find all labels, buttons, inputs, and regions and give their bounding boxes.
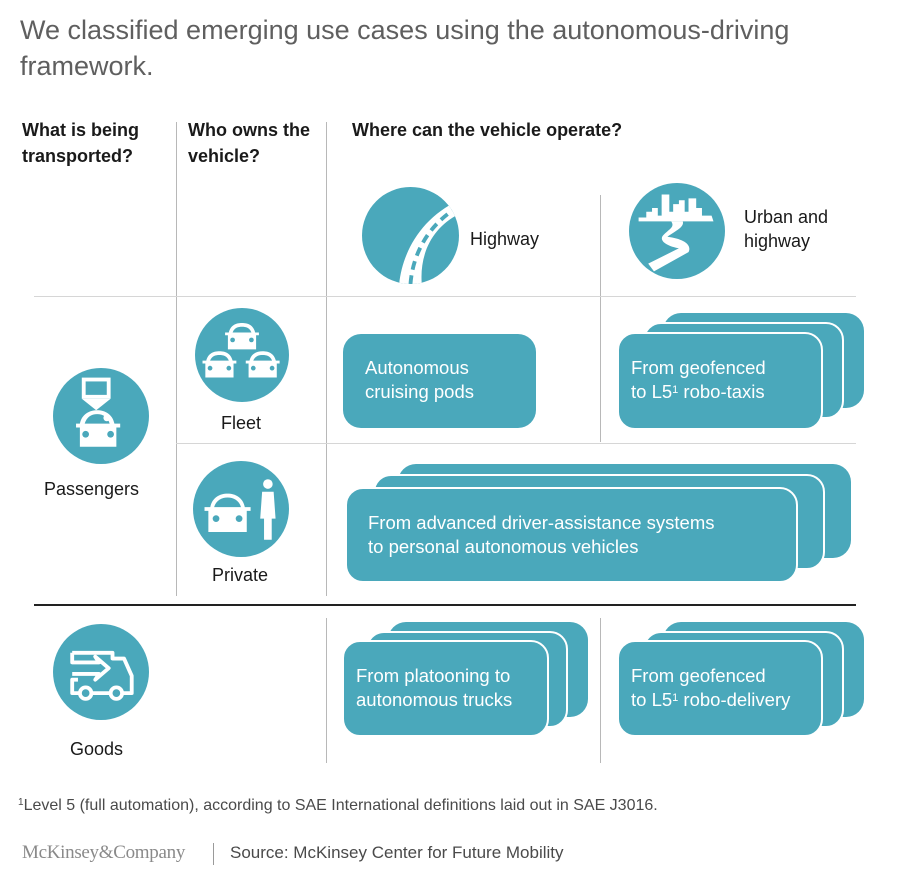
city-road-icon — [629, 183, 725, 279]
cargo-passengers: Passengers — [44, 479, 140, 499]
car-owner-icon — [193, 461, 289, 557]
brand-logo: McKinsey&Company — [22, 842, 186, 863]
use-case-line: Autonomous — [365, 357, 469, 378]
section-divider — [34, 604, 856, 606]
brand-separator — [213, 843, 214, 865]
use-case-line: From advanced driver-assistance systems — [368, 512, 715, 533]
grid-divider-vertical-1 — [176, 122, 177, 596]
footnote-marker: 1 — [672, 384, 679, 396]
use-case-text: to L5 — [631, 689, 673, 710]
use-case-card-trucks: From platooning to autonomous trucks — [342, 640, 549, 737]
grid-divider-vertical-4 — [326, 618, 327, 763]
cargo-goods: Goods — [70, 739, 124, 759]
footnote-marker: 1 — [672, 692, 679, 704]
grid-divider-vertical-5 — [600, 618, 601, 763]
use-case-line: to personal autonomous vehicles — [368, 536, 639, 557]
use-case-card-cruising-pods: Autonomous cruising pods — [343, 334, 536, 428]
ownership-fleet: Fleet — [221, 413, 262, 433]
column-header-what: What is being transported? — [22, 120, 139, 166]
use-case-card-robo-taxis: From geofenced to L51 robo-taxis — [617, 332, 823, 430]
use-case-line: autonomous trucks — [356, 689, 513, 710]
use-case-line: cruising pods — [365, 381, 475, 402]
footnote-text: Level 5 (full automation), according to … — [23, 797, 658, 814]
grid-divider-horizontal-2 — [176, 443, 856, 444]
use-case-line: From geofenced — [631, 357, 766, 378]
grid-divider-vertical-2 — [326, 122, 327, 596]
operating-area-urban: Urban and highway — [744, 207, 829, 251]
car-fleet-icon — [195, 308, 289, 402]
grid-divider-horizontal-1 — [34, 296, 856, 297]
operating-area-highway: Highway — [470, 229, 540, 249]
use-case-text: to L5 — [631, 381, 673, 402]
grid-divider-vertical-3 — [600, 195, 601, 442]
use-case-card-adas: From advanced driver-assistance systems … — [345, 487, 798, 583]
column-header-who: Who owns the vehicle? — [188, 120, 310, 166]
use-case-line: to L51 robo-delivery — [631, 688, 790, 712]
use-case-text: robo-taxis — [678, 381, 765, 402]
ownership-private: Private — [212, 565, 269, 585]
page-title: We classified emerging use cases using t… — [20, 15, 790, 81]
use-case-line: From platooning to — [356, 665, 511, 686]
use-case-card-robo-delivery: From geofenced to L51 robo-delivery — [617, 640, 823, 737]
highway-road-icon — [362, 187, 459, 284]
footnote: 1Level 5 (full automation), according to… — [18, 797, 658, 815]
use-case-text: robo-delivery — [678, 689, 791, 710]
passenger-car-icon — [53, 368, 149, 464]
use-case-line: to L51 robo-taxis — [631, 380, 766, 404]
use-case-line: From geofenced — [631, 665, 766, 686]
delivery-truck-icon — [53, 624, 149, 720]
source-note: Source: McKinsey Center for Future Mobil… — [230, 843, 564, 862]
column-header-where: Where can the vehicle operate? — [352, 120, 623, 140]
footnote-marker: 1 — [18, 797, 24, 808]
